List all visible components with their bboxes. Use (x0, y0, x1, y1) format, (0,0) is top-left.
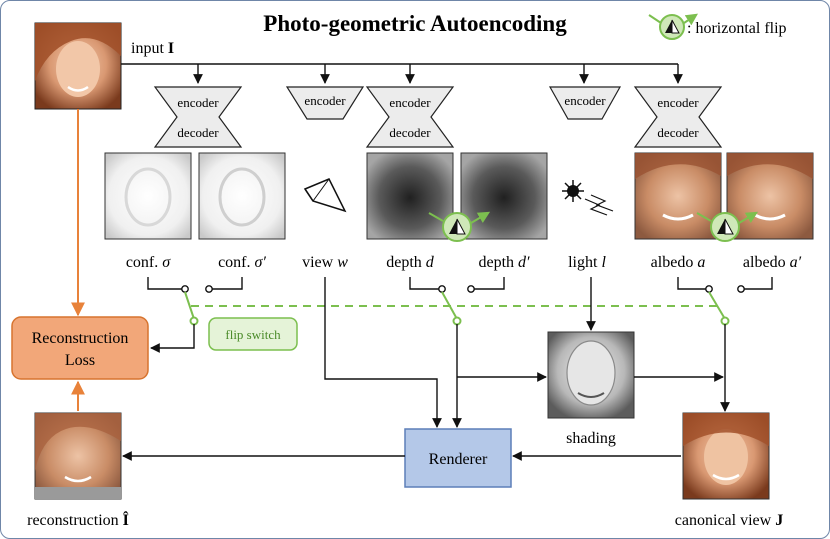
reconstruction-label: reconstruction Î (27, 510, 129, 529)
flip-switch-badge: flip switch (208, 317, 298, 351)
label-view: view w (302, 254, 348, 271)
encoder-light: encoder (548, 86, 622, 120)
encoder-view: encoder (285, 86, 365, 120)
encoder-decoder-depth: encoder decoder (365, 86, 455, 148)
label-conf-flip: conf. σ′ (218, 254, 266, 271)
svg-text:encoder: encoder (304, 93, 346, 108)
svg-text:flip switch: flip switch (225, 327, 281, 342)
viewpoint-icon (303, 178, 347, 213)
input-image (34, 22, 122, 110)
light-icon (562, 180, 614, 216)
shading-label: shading (566, 430, 616, 447)
shading-image (547, 331, 635, 419)
depth-map (366, 152, 454, 240)
svg-text:decoder: decoder (389, 125, 431, 140)
conf-to-loss-arrow (150, 324, 195, 353)
confidence-map-flipped (198, 152, 286, 240)
label-light: light l (568, 254, 606, 271)
svg-text:Renderer: Renderer (429, 451, 488, 468)
svg-text:encoder: encoder (389, 95, 431, 110)
horizontal-flip-icon (648, 13, 698, 40)
flip-switch-mechanism (184, 291, 730, 326)
svg-text:decoder: decoder (657, 125, 699, 140)
encoder-decoder-conf: encoder decoder (153, 86, 243, 148)
label-albedo-flip: albedo a′ (743, 254, 802, 271)
reconstruction-image (34, 412, 122, 500)
svg-text:Loss: Loss (65, 352, 95, 369)
svg-text:encoder: encoder (177, 95, 219, 110)
svg-text:Reconstruction: Reconstruction (32, 330, 129, 347)
label-depth-flip: depth d′ (478, 254, 530, 271)
svg-text:encoder: encoder (564, 93, 606, 108)
legend-text: : horizontal flip (687, 20, 787, 37)
encoder-decoder-albedo: encoder decoder (633, 86, 723, 148)
switch-terminals (147, 277, 773, 293)
canonical-view-label: canonical view J (675, 512, 783, 529)
albedo-image-flipped (726, 152, 814, 240)
reconstruction-loss-box: Reconstruction Loss (11, 316, 149, 380)
svg-text:decoder: decoder (177, 125, 219, 140)
flow-arrows (122, 277, 730, 461)
input-fanout-arrows (121, 63, 683, 84)
depth-map-flipped (460, 152, 548, 240)
canonical-view-image (682, 412, 770, 500)
confidence-map (104, 152, 192, 240)
label-depth: depth d (386, 254, 435, 271)
input-label: input I (131, 40, 174, 57)
label-albedo: albedo a (651, 254, 706, 271)
diagram-title: Photo-geometric Autoencoding (263, 11, 567, 36)
depth-flip-icon (428, 211, 491, 242)
svg-text:encoder: encoder (657, 95, 699, 110)
renderer-box: Renderer (404, 428, 512, 488)
label-conf: conf. σ (126, 254, 171, 271)
albedo-flip-icon (696, 211, 759, 242)
albedo-image (634, 152, 722, 240)
